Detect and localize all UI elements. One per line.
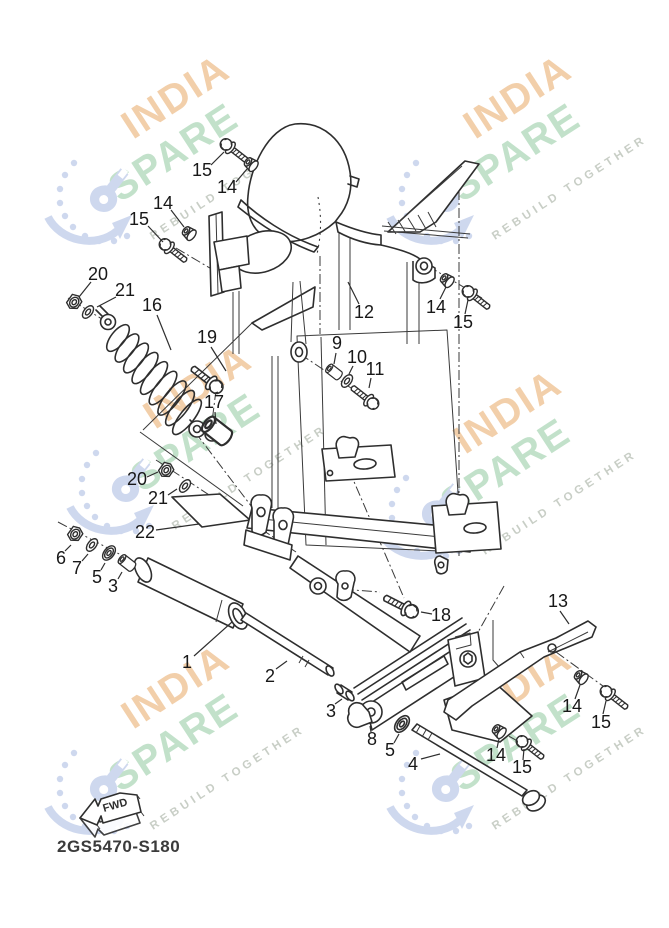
callout-16-6: 16 — [142, 295, 162, 315]
leader-line — [368, 377, 372, 389]
axle-rod-4 — [411, 723, 547, 812]
leader-line — [100, 562, 106, 571]
callout-21-16: 21 — [148, 488, 168, 508]
leader-line — [155, 523, 200, 531]
callout-2-23: 2 — [265, 666, 275, 686]
leader-line — [420, 753, 441, 760]
callout-4-27: 4 — [408, 754, 418, 774]
leader-line — [214, 411, 217, 425]
callout-20-4: 20 — [88, 264, 108, 284]
callout-9-12: 9 — [332, 333, 342, 353]
shock-absorber-16 — [95, 305, 206, 438]
callout-15-33: 15 — [512, 757, 532, 777]
leader-line — [170, 209, 185, 228]
leader-line — [96, 296, 117, 308]
callout-17-8: 17 — [204, 392, 224, 412]
leader-line — [439, 286, 447, 300]
callout-15-11: 15 — [453, 312, 473, 332]
leader-line — [81, 553, 89, 562]
stay-bar-upper — [321, 435, 396, 482]
callout-15-3: 15 — [129, 209, 149, 229]
collar-9 — [323, 362, 345, 382]
leader-line — [117, 571, 123, 580]
part-code: 2GS5470-S180 — [57, 837, 180, 856]
leader-line — [146, 471, 159, 478]
stay-bar-lower — [431, 492, 502, 575]
callout-15-31: 15 — [591, 712, 611, 732]
leader-line — [464, 299, 469, 315]
callout-5-20: 5 — [92, 567, 102, 587]
leader-line — [347, 281, 360, 305]
callout-14-1: 14 — [217, 177, 237, 197]
leader-line — [210, 151, 225, 166]
callout-8-25: 8 — [367, 729, 377, 749]
leader-line — [393, 733, 400, 744]
leader-line — [333, 352, 337, 365]
callout-18-28: 18 — [431, 605, 451, 625]
callout-19-7: 19 — [197, 327, 217, 347]
washer-21b — [176, 477, 194, 495]
inner-rod-2 — [240, 612, 334, 676]
leader-line — [559, 610, 570, 625]
bushing-3b — [334, 683, 355, 702]
leader-line — [275, 660, 288, 670]
callout-6-18: 6 — [56, 548, 66, 568]
leader-line — [64, 544, 72, 552]
callout-10-13: 10 — [347, 347, 367, 367]
nut-6 — [64, 523, 86, 545]
grommet-14c — [437, 270, 457, 290]
leader-line — [167, 488, 178, 496]
callout-14-2: 14 — [153, 193, 173, 213]
callout-15-0: 15 — [192, 160, 212, 180]
swingarm-assembly — [133, 426, 502, 653]
leader-line — [235, 168, 248, 183]
leader-line — [522, 748, 525, 761]
leader-line — [496, 738, 500, 749]
leader-line — [602, 700, 607, 715]
callout-3-21: 3 — [108, 576, 118, 596]
callout-20-15: 20 — [127, 469, 147, 489]
bushing-3a — [116, 552, 138, 574]
washer-21a — [79, 303, 97, 321]
leader-line — [574, 684, 581, 700]
callout-14-30: 14 — [562, 696, 582, 716]
callout-21-5: 21 — [115, 280, 135, 300]
callout-14-32: 14 — [486, 745, 506, 765]
leader-line — [420, 611, 433, 615]
leader-line — [78, 281, 92, 298]
washer-7 — [83, 536, 101, 554]
chain-guard-13 — [443, 620, 597, 721]
callout-14-10: 14 — [426, 297, 446, 317]
leader-line — [369, 725, 372, 733]
callout-7-19: 7 — [72, 558, 82, 578]
callout-12-9: 12 — [354, 302, 374, 322]
leader-line — [334, 698, 343, 705]
callout-13-29: 13 — [548, 591, 568, 611]
bolt-11 — [347, 381, 383, 414]
chain-case-assembly — [346, 617, 597, 812]
leader-line — [156, 314, 172, 351]
callout-3-24: 3 — [326, 701, 336, 721]
callout-1-22: 1 — [182, 652, 192, 672]
callout-22-17: 22 — [135, 522, 155, 542]
leader-line — [193, 621, 233, 657]
pivot-shaft-and-rods — [240, 612, 355, 702]
bolt-15c — [458, 281, 494, 314]
leader-line — [210, 346, 227, 372]
seal-5a — [99, 542, 119, 564]
fwd-arrow: FWD — [79, 792, 145, 838]
rear-fender-12 — [208, 122, 480, 363]
callout-11-14: 11 — [366, 359, 385, 379]
hook-8 — [346, 701, 373, 729]
grommet-14b — [179, 223, 199, 243]
leader-line — [147, 225, 164, 243]
callout-5-26: 5 — [385, 740, 395, 760]
leader-line — [348, 365, 354, 375]
bolt-15d — [596, 681, 632, 714]
washer-5b — [390, 712, 414, 736]
